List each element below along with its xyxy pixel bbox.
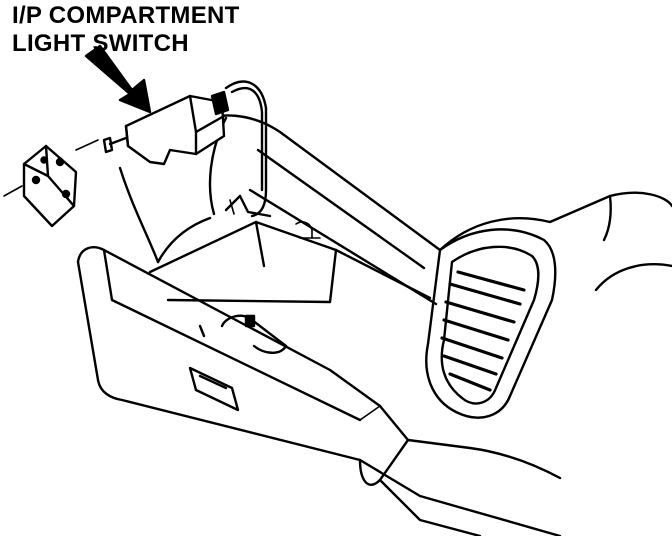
callout-label: I/P COMPARTMENT LIGHT SWITCH [12,2,240,58]
switch-connector [3,139,99,228]
glove-box-door [76,246,562,536]
light-switch-assembly [102,80,272,218]
callout-label-line-1: I/P COMPARTMENT [12,2,240,29]
leader-arrow [84,44,152,114]
glove-box-cavity [148,220,432,304]
air-vent [425,228,557,419]
